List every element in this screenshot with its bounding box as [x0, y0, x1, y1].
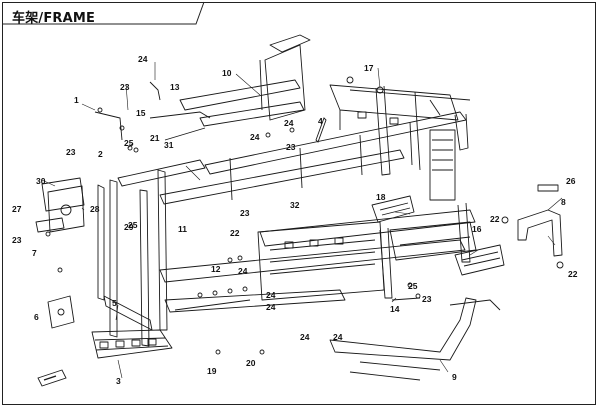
callout-2: 2 [98, 149, 103, 159]
callout-23-d: 23 [240, 208, 250, 218]
callout-32: 32 [290, 200, 300, 210]
callout-4: 4 [318, 116, 323, 126]
title-tab-outline [2, 1, 205, 25]
callout-24-a: 24 [138, 54, 148, 64]
fastener-hardware [45, 76, 564, 355]
center-cross-member [257, 221, 385, 301]
callout-27: 27 [12, 204, 22, 214]
callout-24-c: 24 [284, 118, 294, 128]
front-base-assembly [91, 329, 173, 359]
callout-31: 31 [164, 140, 174, 150]
direction-marker-icon [37, 369, 67, 387]
callout-23-e: 23 [286, 142, 296, 152]
callout-18: 18 [376, 192, 386, 202]
callout-11: 11 [178, 224, 187, 234]
callout-19: 19 [207, 366, 217, 376]
callout-30: 30 [36, 176, 46, 186]
callout-8: 8 [561, 197, 566, 207]
part-26-plate [537, 184, 559, 192]
callout-23-f: 23 [422, 294, 432, 304]
callout-1: 1 [74, 95, 79, 105]
callout-9: 9 [452, 372, 457, 382]
callout-20: 20 [246, 358, 256, 368]
parts-27-30-bracket-cluster [35, 177, 85, 233]
callout-5: 5 [112, 298, 117, 308]
callout-25-c: 25 [408, 281, 418, 291]
callout-15: 15 [136, 108, 146, 118]
part-8-rear-hoop [517, 209, 563, 257]
callout-24-h: 24 [238, 266, 248, 276]
callout-24-f: 24 [300, 332, 310, 342]
callout-24-d: 24 [266, 290, 276, 300]
callout-24-g: 24 [333, 332, 343, 342]
part-1-arm [94, 111, 123, 141]
callout-24-b: 24 [250, 132, 260, 142]
callout-22-c: 22 [568, 269, 578, 279]
part-21-link [164, 127, 206, 141]
callout-10: 10 [222, 68, 232, 78]
callout-13: 13 [170, 82, 180, 92]
leader-lines [41, 62, 563, 379]
callout-23-a: 23 [120, 82, 130, 92]
callout-28: 28 [90, 204, 100, 214]
callout-labels: 1 2 3 4 5 6 7 8 9 10 11 12 13 14 15 16 1… [12, 54, 578, 386]
callout-22-b: 22 [490, 214, 500, 224]
part-15-tube [149, 111, 211, 119]
callout-16: 16 [472, 224, 482, 234]
part-16-footplate [454, 244, 505, 276]
title-tab: 车架/FRAME [2, 2, 202, 26]
part-13-bolt [149, 81, 161, 101]
callout-7: 7 [32, 248, 37, 258]
part-9-footrest-frame [329, 297, 501, 381]
callout-14: 14 [390, 304, 400, 314]
part-4-strip [315, 117, 327, 143]
callout-23-c: 23 [12, 235, 22, 245]
page-border [2, 2, 596, 405]
part-10-upper-bracket [179, 34, 311, 127]
callout-26: 26 [566, 176, 576, 186]
front-frame-uprights [97, 159, 206, 347]
rear-cross-tube [389, 221, 477, 261]
part-18-footplate [371, 195, 415, 223]
callout-6: 6 [34, 312, 39, 322]
part-6-bracket [47, 295, 75, 329]
diagram-title: 车架/FRAME [12, 11, 96, 26]
callout-24-e: 24 [266, 302, 276, 312]
callout-25-b: 25 [128, 220, 138, 230]
callout-12: 12 [211, 264, 221, 274]
callout-25-a: 25 [124, 138, 134, 148]
upper-frame-rails [159, 111, 469, 205]
callout-21: 21 [150, 133, 160, 143]
callout-3: 3 [116, 376, 121, 386]
rear-upper-frame [329, 84, 471, 201]
callout-29: 29 [124, 222, 134, 232]
part-14-pin [391, 297, 421, 301]
callout-17: 17 [364, 63, 374, 73]
callout-22-a: 22 [230, 228, 240, 238]
callout-23-b: 23 [66, 147, 76, 157]
